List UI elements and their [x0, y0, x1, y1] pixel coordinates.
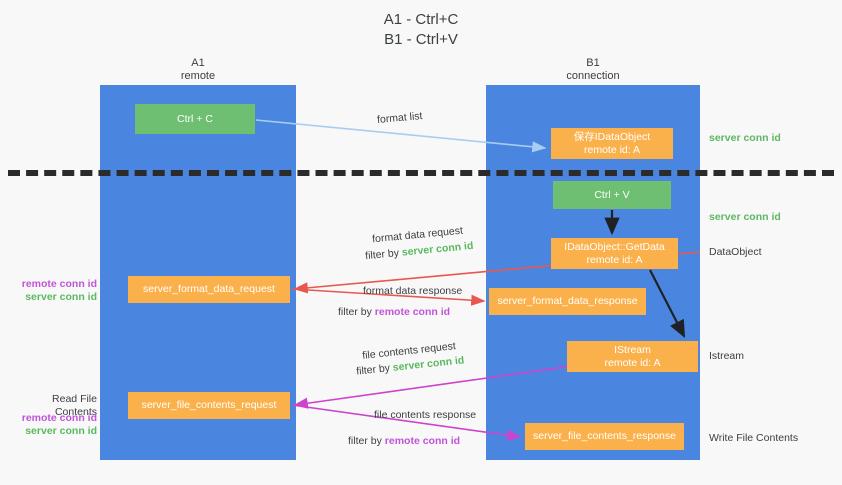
lane-header-b1-name: B1 [586, 57, 600, 69]
dashed-divider [8, 170, 834, 176]
caption-format-data-response-filter: filter by remote conn id [338, 305, 450, 319]
node-idataobject-getdata[interactable]: IDataObject::GetData remote id: A [551, 238, 678, 269]
label-read-file-contents: Read File Contents [52, 393, 97, 418]
label-right-server-conn-id-2: server conn id [709, 211, 781, 223]
page-title: A1 - Ctrl+C B1 - Ctrl+V [0, 10, 842, 50]
node-save-idataobject-label: 保存IDataObject [573, 130, 651, 143]
node-ctrl-v[interactable]: Ctrl + V [553, 181, 671, 209]
label-istream: Istream [709, 350, 745, 362]
node-ctrl-v-label: Ctrl + V [594, 188, 630, 201]
label-left-remote-conn-id-2: remote conn id [21, 412, 97, 424]
node-server-file-contents-request-label: server_file_contents_request [141, 399, 277, 411]
lane-header-a1-sub: remote [180, 70, 216, 82]
caption-format-data-response: format data response [363, 285, 463, 297]
caption-format-data-response-filter-value: remote conn id [374, 306, 451, 318]
node-idataobject-getdata-label: IDataObject::GetData [564, 240, 665, 253]
node-ctrl-c-label: Ctrl + C [177, 112, 213, 125]
node-server-file-contents-request[interactable]: server_file_contents_request [128, 392, 290, 419]
label-left-conn-group-2: remote conn id server conn id [11, 412, 97, 438]
node-server-file-contents-response-label: server_file_contents_response [532, 430, 676, 442]
caption-format-data-response-filter-prefix: filter by [338, 306, 375, 318]
label-left-server-conn-id-1: server conn id [25, 291, 97, 303]
page-title-line-1: A1 - Ctrl+C [383, 11, 459, 28]
lane-header-b1: B1 connection [486, 57, 700, 83]
node-server-format-data-request[interactable]: server_format_data_request [128, 276, 290, 303]
node-istream-label: IStream [614, 343, 651, 356]
caption-file-contents-request-filter-prefix: filter by [355, 361, 394, 378]
node-save-idataobject[interactable]: 保存IDataObject remote id: A [551, 128, 673, 159]
node-istream-remote-id: remote id: A [604, 356, 661, 369]
lane-header-b1-sub: connection [566, 70, 620, 82]
node-server-format-data-request-label: server_format_data_request [143, 283, 275, 295]
label-write-file-contents: Write File Contents [709, 432, 799, 444]
caption-file-contents-response-filter-value: remote conn id [384, 435, 461, 447]
node-save-idataobject-remote-id: remote id: A [583, 143, 641, 156]
node-server-format-data-response[interactable]: server_format_data_response [489, 288, 646, 315]
caption-file-contents-response: file contents response [374, 409, 477, 421]
node-ctrl-c[interactable]: Ctrl + C [135, 104, 255, 134]
caption-file-contents-response-filter-prefix: filter by [348, 435, 385, 447]
caption-format-data-request-filter-value: server conn id [401, 239, 474, 259]
lane-header-a1: A1 remote [100, 57, 296, 83]
label-right-server-conn-id-1: server conn id [709, 132, 781, 144]
node-server-format-data-response-label: server_format_data_response [497, 295, 638, 307]
label-left-conn-group-1: remote conn id server conn id [11, 278, 97, 304]
node-istream[interactable]: IStream remote id: A [567, 341, 698, 372]
node-server-file-contents-response[interactable]: server_file_contents_response [525, 423, 684, 450]
node-idataobject-getdata-remote-id: remote id: A [586, 253, 643, 266]
label-left-server-conn-id-2: server conn id [25, 425, 97, 437]
caption-format-data-request-filter-prefix: filter by [364, 246, 403, 263]
caption-file-contents-response-filter: filter by remote conn id [348, 434, 460, 448]
lane-header-a1-name: A1 [191, 57, 205, 69]
page-title-line-2: B1 - Ctrl+V [384, 31, 458, 48]
caption-format-list: format list [376, 110, 423, 126]
label-dataobject: DataObject [709, 246, 762, 258]
label-left-remote-conn-id-1: remote conn id [21, 278, 97, 290]
